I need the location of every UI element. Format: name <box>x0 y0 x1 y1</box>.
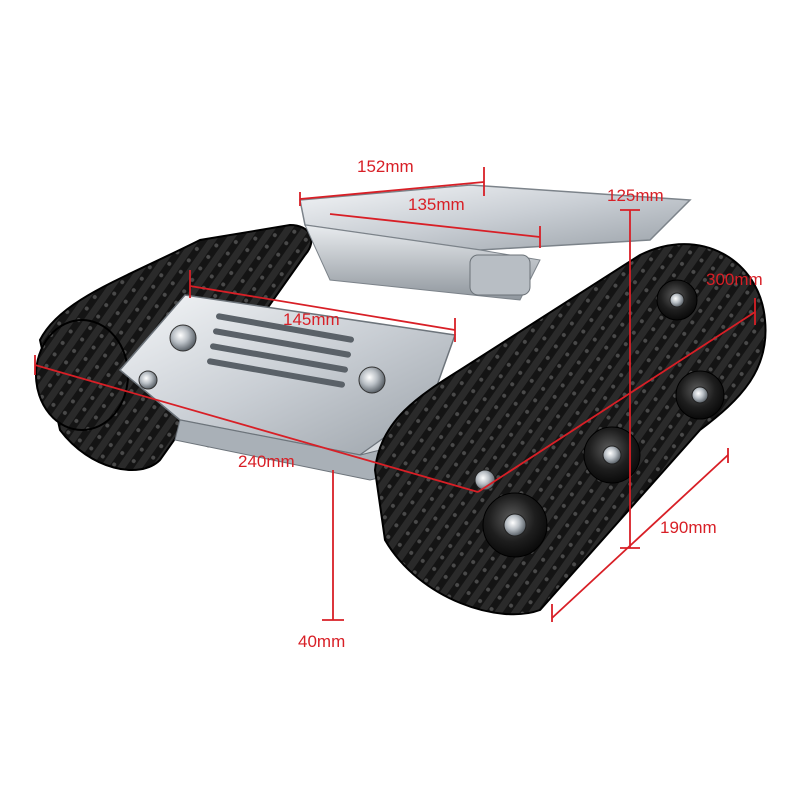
dim-label-ground-clearance: 40mm <box>298 632 346 651</box>
dim-label-inner-width: 145mm <box>283 310 340 329</box>
dim-label-top-width: 135mm <box>408 195 465 214</box>
front-grille <box>207 313 354 388</box>
road-wheels <box>474 279 725 558</box>
motor-left <box>469 254 531 296</box>
dim-label-top-length: 152mm <box>357 157 414 176</box>
headlight-bolt-right <box>358 366 386 394</box>
dimension-lines <box>34 167 756 622</box>
right-track <box>373 243 767 616</box>
dim-label-track-length: 300mm <box>706 270 763 289</box>
headlight-bolt-left <box>169 324 197 352</box>
dim-label-height: 125mm <box>607 186 664 205</box>
dim-label-overall-width: 240mm <box>238 452 295 471</box>
dim-label-depth: 190mm <box>660 518 717 537</box>
